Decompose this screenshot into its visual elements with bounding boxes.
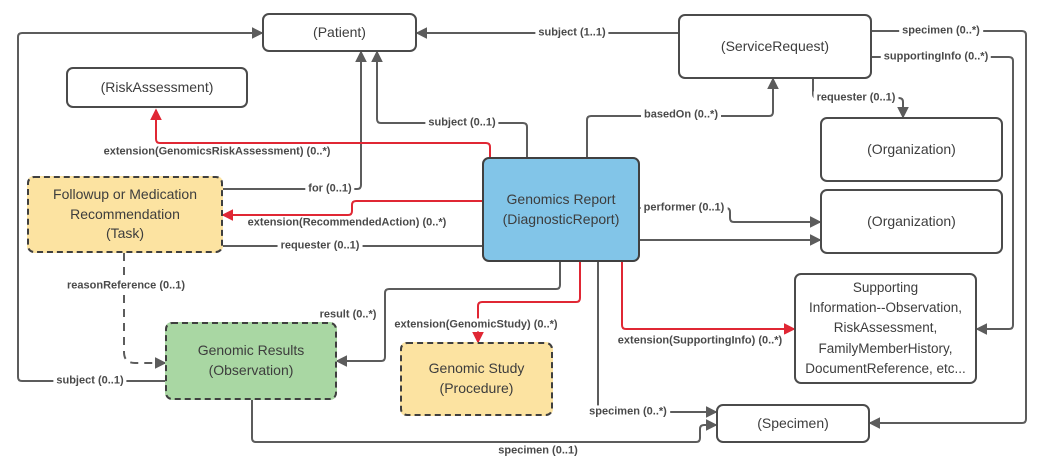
edge-servicerequest-supportinginfo-to-supportinginfo <box>872 56 1014 329</box>
node-task-line3: (Task) <box>105 225 145 242</box>
edge-label-extension-supportinginfo: extension(SupportingInfo) (0..*) <box>614 334 786 348</box>
edge-label-extension-genomicstudy: extension(GenomicStudy) (0..*) <box>391 318 561 332</box>
edge-task-for-to-patient <box>223 52 361 190</box>
node-followup-task: Followup or Medication Recommendation (T… <box>27 176 223 253</box>
node-supporting-information-line3: RiskAssessment, <box>833 320 938 336</box>
node-risk-assessment: (RiskAssessment) <box>66 67 248 108</box>
edge-label-performer-0-1: performer (0..1) <box>640 201 728 215</box>
node-service-request: (ServiceRequest) <box>678 14 872 79</box>
node-supporting-information-line1: Supporting <box>852 279 919 295</box>
node-patient-label: (Patient) <box>313 23 366 40</box>
node-supporting-information-line4: FamilyMemberHistory, <box>818 340 953 356</box>
edge-label-basedon-0-star: basedOn (0..*) <box>641 108 721 122</box>
node-genomic-study-line1: Genomic Study <box>428 360 525 377</box>
edge-label-for-0-1: for (0..1) <box>305 182 355 196</box>
node-task-line2: Recommendation <box>70 205 180 222</box>
edge-label-result-0-star: result (0..*) <box>316 308 380 322</box>
edge-label-subject-0-1-results: subject (0..1) <box>53 374 127 388</box>
node-organization-1: (Organization) <box>820 117 1003 182</box>
node-organization-2: (Organization) <box>820 189 1003 254</box>
node-supporting-information-line2: Information--Observation, <box>808 300 963 316</box>
node-supporting-information: Supporting Information--Observation, Ris… <box>794 273 977 384</box>
node-risk-assessment-label: (RiskAssessment) <box>100 78 214 95</box>
node-genomics-report-line1: Genomics Report <box>506 190 616 207</box>
node-genomic-results: Genomic Results (Observation) <box>165 322 337 400</box>
node-organization-1-label: (Organization) <box>867 140 956 157</box>
edge-report-performer-to-organization2 <box>640 207 820 222</box>
edge-genomicresults-specimen-to-specimen <box>251 400 716 443</box>
node-genomics-report: Genomics Report (DiagnosticReport) <box>482 157 640 262</box>
edge-label-supportinginfo-0-star: supportingInfo (0..*) <box>880 50 992 64</box>
node-genomic-study-line2: (Procedure) <box>439 380 514 396</box>
edge-label-subject-0-1-report: subject (0..1) <box>425 116 499 130</box>
edge-label-reasonreference-0-1: reasonReference (0..1) <box>64 279 188 293</box>
edge-label-extension-genomicsriskassessment: extension(GenomicsRiskAssessment) (0..*) <box>100 145 334 159</box>
node-genomic-study: Genomic Study (Procedure) <box>400 342 553 416</box>
edge-task-reasonreference-to-genomicresults <box>123 253 165 363</box>
node-specimen: (Specimen) <box>716 404 870 443</box>
edge-report-result-to-genomicresults <box>337 262 561 361</box>
node-genomic-results-line2: (Observation) <box>208 362 294 378</box>
node-task-line1: Followup or Medication <box>53 185 197 202</box>
edge-label-subject-1-1: subject (1..1) <box>535 26 609 40</box>
edge-label-specimen-0-star-report: specimen (0..*) <box>586 405 670 419</box>
node-specimen-label: (Specimen) <box>757 414 829 431</box>
edge-label-specimen-0-1: specimen (0..1) <box>495 444 581 458</box>
edge-label-specimen-0-star-top: specimen (0..*) <box>899 24 983 38</box>
edge-report-extension-to-genomicstudy <box>478 262 581 342</box>
node-patient: (Patient) <box>262 13 417 52</box>
edge-label-requester-0-1-service: requester (0..1) <box>813 91 899 105</box>
edge-genomicresults-subject-to-patient <box>17 33 262 382</box>
edge-report-extension-to-riskassessment <box>156 110 491 157</box>
edge-servicerequest-specimen-to-specimen <box>870 30 1027 423</box>
node-genomics-report-line2: (DiagnosticReport) <box>502 210 620 227</box>
edge-label-requester-0-1-task: requester (0..1) <box>277 239 363 253</box>
edge-label-extension-recommendedaction: extension(RecommendedAction) (0..*) <box>244 216 450 230</box>
node-organization-2-label: (Organization) <box>867 212 956 229</box>
edge-report-extension-to-supportinginfo <box>621 262 794 329</box>
node-supporting-information-line5: DocumentReference, etc... <box>805 360 966 376</box>
node-service-request-label: (ServiceRequest) <box>720 37 830 54</box>
edge-report-subject-to-patient <box>377 52 528 157</box>
edge-report-extension-to-task <box>223 200 482 215</box>
node-genomic-results-line1: Genomic Results <box>197 342 305 359</box>
